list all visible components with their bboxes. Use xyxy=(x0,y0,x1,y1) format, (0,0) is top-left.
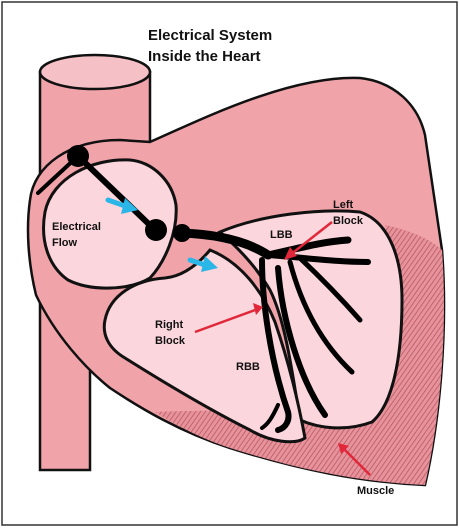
left-block-label-line-2: Block xyxy=(333,215,364,227)
electrical-flow-label-line-1: Electrical xyxy=(52,221,101,233)
title-line-2: Inside the Heart xyxy=(148,48,261,65)
electrical-flow-label-line-2: Flow xyxy=(52,237,77,249)
lbb-label: LBB xyxy=(270,229,293,241)
sa-node xyxy=(67,145,89,167)
bundle-junction-node xyxy=(173,224,191,242)
left-block-label-line-1: Left xyxy=(333,199,354,211)
right-block-label-line-1: Right xyxy=(155,319,183,331)
right-block-label-line-2: Block xyxy=(155,335,186,347)
rbb-label: RBB xyxy=(236,361,260,373)
title-line-1: Electrical System xyxy=(148,27,272,44)
muscle-label: Muscle xyxy=(357,485,394,497)
av-node xyxy=(145,219,167,241)
